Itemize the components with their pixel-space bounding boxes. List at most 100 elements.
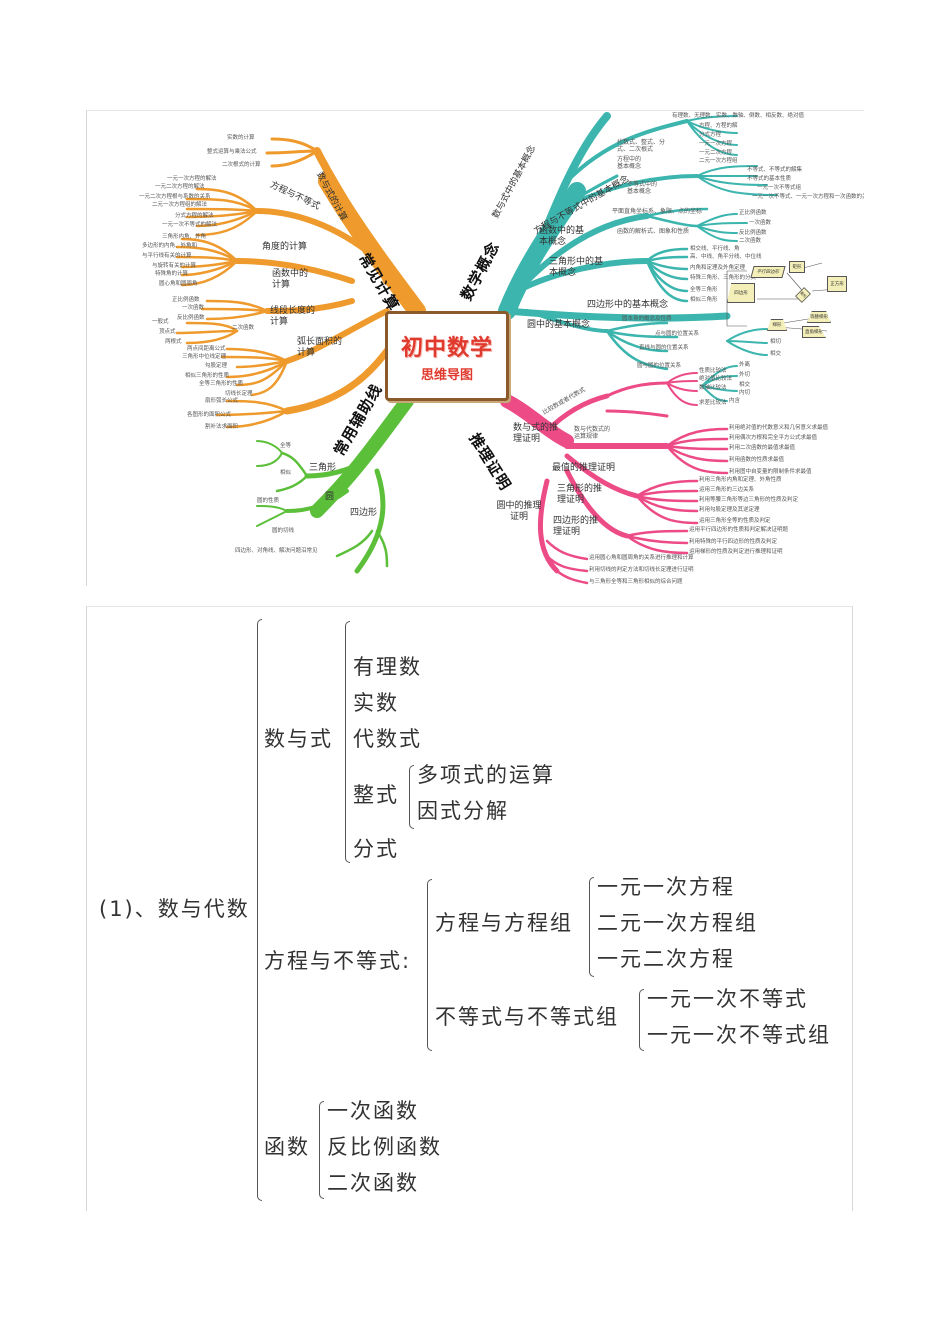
green-leaf: 圆的性质	[257, 498, 280, 504]
teal-leaf: 不等式、不等式的解集	[747, 167, 803, 173]
teal-leaf: 内含	[729, 398, 741, 404]
brace-budengshi-zu	[639, 989, 644, 1051]
node-fangcheng-zu: 方程与方程组	[435, 911, 573, 935]
green-sub-2: 四边形	[350, 508, 378, 518]
orange-leaf: 全等三角形的性质	[199, 381, 244, 387]
pink-leaf: 性质比较法	[699, 368, 727, 374]
rectangle-shape: 矩形	[789, 261, 805, 273]
leaf-yiyuan-yici-budengshizu: 一元一次不等式组	[647, 1023, 831, 1047]
mind-map-image: 初中数学 思维导图 常见计算 数学概念 常用辅助线 推理证明 数与式的计算 方程…	[86, 110, 864, 586]
orange-leaf: 扇形弧长公式	[205, 398, 239, 404]
teal-leaf: 二元一次方程组	[699, 158, 738, 164]
pink-sub-3: 四边形的推理证明	[553, 516, 599, 537]
teal-leaf: 相交线、平行线、角	[690, 246, 740, 252]
teal-sub-2: 方程中的基本概念	[617, 156, 642, 170]
pink-leaf: 数轴比较法	[699, 385, 727, 391]
orange-sub-3: 函数中的计算	[272, 269, 309, 290]
pink-leaf: 利用切线的判定方法和切线长定理进行证明	[589, 567, 694, 573]
leaf-fanbili-hanshu: 反比例函数	[327, 1135, 442, 1159]
leaf-youlishu: 有理数	[353, 655, 422, 679]
teal-leaf: 平面直角坐标系、象限、点的坐标	[612, 208, 703, 215]
teal-leaf: 圆本身的概念及性质	[622, 316, 672, 322]
leaf-duoxiangshi: 多项式的运算	[417, 763, 555, 787]
green-note	[167, 461, 173, 468]
teal-leaf: 方程、方程的解	[699, 123, 738, 129]
green-sub-0: 三角形	[309, 463, 337, 473]
teal-leaf: 内切	[739, 390, 751, 396]
node-shu-yu-shi: 数与式	[264, 727, 333, 751]
pink-sub-4: 圆中的推理证明	[496, 501, 542, 522]
orange-leaf: 切线长定理	[225, 391, 253, 397]
teal-leaf: 外离	[739, 362, 751, 368]
parallelogram-shape: 平行四边形	[750, 266, 786, 278]
orange-leaf: 与平行线有关的计算	[142, 253, 192, 259]
teal-leaf: 相切	[770, 339, 782, 345]
teal-leaf: 代数式、整式、分式、二次根式	[617, 139, 666, 153]
brace-shu-yu-shi	[345, 621, 350, 863]
orange-leaf: 与旋转有关的计算	[152, 263, 197, 269]
brace-root	[257, 619, 262, 1201]
teal-leaf: 相似三角形	[690, 297, 718, 303]
leaf-yiyuan-erci-fangcheng: 一元二次方程	[597, 947, 735, 971]
quadrilateral-shape: 四边形	[727, 283, 755, 303]
orange-leaf: 二元一次方程组的解法	[152, 202, 208, 208]
center-subtitle: 思维导图	[420, 367, 473, 383]
teal-leaf: 外切	[739, 372, 751, 378]
orange-leaf: 相似三角形的性质	[185, 373, 230, 379]
leaf-eryuan-yici-fangchengzu: 二元一次方程组	[597, 911, 758, 935]
brace-hanshu	[319, 1101, 324, 1199]
brace-zhengshi	[409, 765, 414, 829]
orange-leaf: 勾股定理	[205, 363, 228, 369]
pink-sub-0: 数与式的推理证明	[513, 423, 559, 444]
orange-sub-2: 角度的计算	[262, 242, 308, 252]
pink-leaf: 利用等腰三角形等边三角形的性质及判定	[699, 497, 799, 503]
leaf-daishushi: 代数式	[353, 727, 422, 751]
teal-sub-6: 四边形中的基本概念	[587, 300, 669, 310]
orange-leaf: 一般式	[152, 319, 169, 325]
pink-leaf: 利用三角形内角和定理、外角性质	[699, 477, 782, 483]
leaf-shishu: 实数	[353, 691, 399, 715]
teal-sub-5: 三角形中的基本概念	[549, 257, 604, 278]
orange-leaf: 二次根式的计算	[222, 162, 261, 168]
tree-root: (1)、数与代数	[99, 897, 250, 921]
orange-sub-6: 弧长面积的计算	[297, 337, 343, 358]
teal-leaf: 全等三角形	[690, 287, 718, 293]
teal-leaf: 高、中线、角平分线、中位线	[690, 254, 762, 260]
teal-leaf: 正比例函数	[739, 210, 767, 216]
orange-leaf: 三角形中位线定理	[182, 354, 227, 360]
leaf-yinshifenjie: 因式分解	[417, 799, 509, 823]
orange-leaf: 一元一次方程的解法	[167, 176, 217, 182]
pink-leaf: 利用二次函数的最值求最值	[729, 445, 796, 451]
orange-leaf: 正比例函数	[172, 297, 200, 303]
mind-map-branches	[175, 112, 778, 585]
teal-leaf: 一元二次方程	[699, 150, 733, 156]
teal-leaf: 一次函数	[749, 220, 772, 226]
orange-leaf: 整式运算与乘法公式	[207, 149, 257, 155]
pink-leaf: 运用平行四边形的性质和判定解决证明题	[689, 527, 789, 533]
pink-leaf: 运用三角形的三边关系	[699, 487, 755, 493]
teal-leaf: 有理数、无理数、实数、数轴、倒数、相反数、绝对值	[672, 113, 805, 119]
teal-leaf: 内角和定理及外角定理	[690, 265, 746, 271]
orange-leaf: 反比例函数	[177, 315, 205, 321]
bracket-tree: (1)、数与代数 数与式 有理数 实数 代数式 整式 多项式的运算 因式分解 分…	[86, 606, 853, 1211]
leaf-yici-hanshu: 一次函数	[327, 1099, 419, 1123]
orange-leaf: 多边形的内角、外角和	[142, 243, 198, 249]
green-leaf: 全等	[280, 443, 292, 449]
green-sub-1: 圆	[325, 492, 335, 502]
brace-fangcheng-budengshi	[427, 879, 432, 1051]
orange-leaf: 割补法求面积	[205, 424, 239, 430]
center-title: 初中数学	[400, 335, 493, 361]
teal-leaf: 圆与圆的位置关系	[637, 363, 682, 369]
leaf-fenshi: 分式	[353, 837, 399, 861]
teal-leaf: 反比例函数	[739, 230, 767, 236]
teal-leaf: 点与圆的位置关系	[655, 331, 700, 337]
pink-leaf: 利用函数的性质求最值	[729, 457, 785, 463]
pink-sub-2: 三角形的推理证明	[557, 484, 603, 505]
pink-leaf: 与三角形全等和三角形相似的综合问题	[589, 579, 683, 585]
pink-leaf: 求差比较法	[699, 400, 727, 406]
teal-leaf: 相交	[739, 382, 751, 388]
brace-fangcheng-zu	[589, 877, 594, 977]
node-zhengshi: 整式	[353, 783, 399, 807]
teal-leaf: 相交	[770, 351, 782, 357]
pink-leaf: 数与代数式的运算规律	[574, 426, 611, 440]
